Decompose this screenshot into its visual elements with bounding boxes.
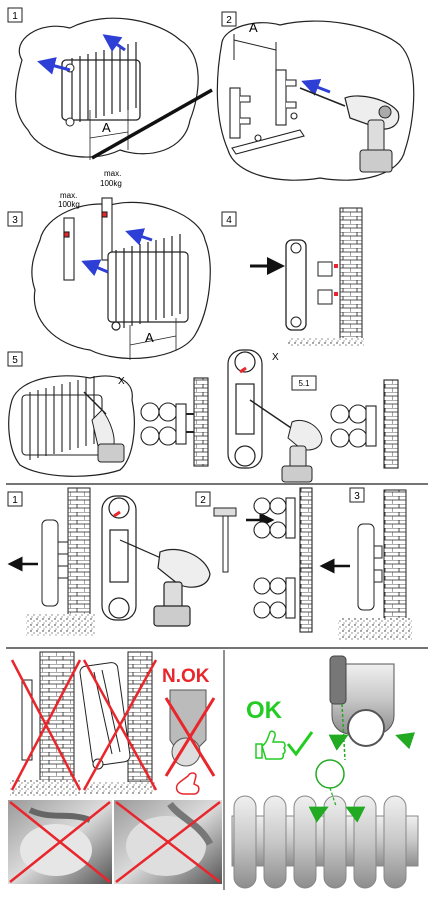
bracket-drill-illustration [227,349,263,469]
dimension-label: A [249,20,258,35]
bracket-illustration [63,197,113,281]
panel-step-2: 2 A [216,11,415,181]
dimension-line [89,131,129,139]
substep-number: 5.1 [298,379,310,388]
step-number: 4 [226,215,232,226]
bracket-closeup [330,379,399,469]
step-number: 3 [354,491,360,502]
x-mark: X [272,352,279,363]
panel-step-1: 1 A [7,7,213,160]
dimension-line [233,39,277,51]
step-badge [195,491,211,507]
ok-section: OK [246,655,416,789]
dimension-label: A [102,120,111,135]
green-arrow-icon [395,732,416,750]
step-number: 2 [226,15,232,26]
panel-removal-2: 2 [195,487,313,633]
panel-step-3: 3 max. 100kg max. 100kg A [7,169,211,360]
panel-step-5: 5 X X [7,349,399,483]
thumbs-down-icon [175,772,200,795]
drill-icon [299,87,400,173]
step-badge [7,7,23,23]
not-ok-section: N.OK [10,651,216,796]
wall-icon [383,489,407,621]
radiator-3d-illustration [231,787,419,889]
panel-removal-3: 3 [319,487,412,640]
floor-icon [288,338,364,346]
panel-removal-1: 1 [7,487,211,636]
step-number: 2 [200,495,206,506]
step-badge [221,11,237,27]
dimension-line [129,335,177,346]
dimension-label: A [145,330,154,345]
max-load-value: 100kg [100,179,122,188]
max-load-value: 100kg [58,200,80,209]
not-ok-photos [8,800,222,884]
hang-arrow-icon [125,228,153,246]
radiator-side-icon [357,523,375,611]
green-arrow-icon [308,806,329,823]
floor-icon [26,614,96,636]
wall-icon [339,207,363,341]
step-number: 5 [12,355,18,366]
spirit-level [91,88,213,160]
step-badge [7,491,23,507]
radiator-illustration [107,234,189,331]
drill-icon [249,399,323,483]
green-arrow-icon [328,734,349,751]
bracket-closeup [253,487,313,633]
step-badge [349,487,365,503]
not-ok-label: N.OK [162,666,210,687]
substep-badge [291,375,317,391]
bracket-closeup [140,377,209,467]
radiator-illustration [61,42,141,127]
radiator-side-icon [285,239,307,331]
step-badge [7,351,23,367]
step-badge [221,211,237,227]
lift-arrow-icon [102,34,126,52]
step-badge [7,211,23,227]
hammer-icon [213,507,237,573]
step-number: 1 [12,495,18,506]
max-load-label: max. [104,169,121,178]
wall-icon [67,487,91,617]
hang-arrow-icon [81,259,109,277]
drill-icon [83,391,125,463]
green-arrow-icon [345,806,366,823]
radiator-side-icon [41,519,59,607]
lift-arrow-icon [37,57,71,75]
check-icon [286,731,314,757]
step-number: 1 [12,11,18,22]
max-load-label: max. [60,191,77,200]
push-arrow-icon [301,78,331,96]
bracket-drill-illustration [101,495,211,627]
ok-label: OK [246,697,283,724]
step-number: 3 [12,215,18,226]
panel-step-4: 4 [221,207,364,346]
floor-icon [338,618,412,640]
wall-bracket-illustration [229,69,305,155]
x-mark: X [118,376,125,387]
thumbs-up-icon [255,730,286,760]
